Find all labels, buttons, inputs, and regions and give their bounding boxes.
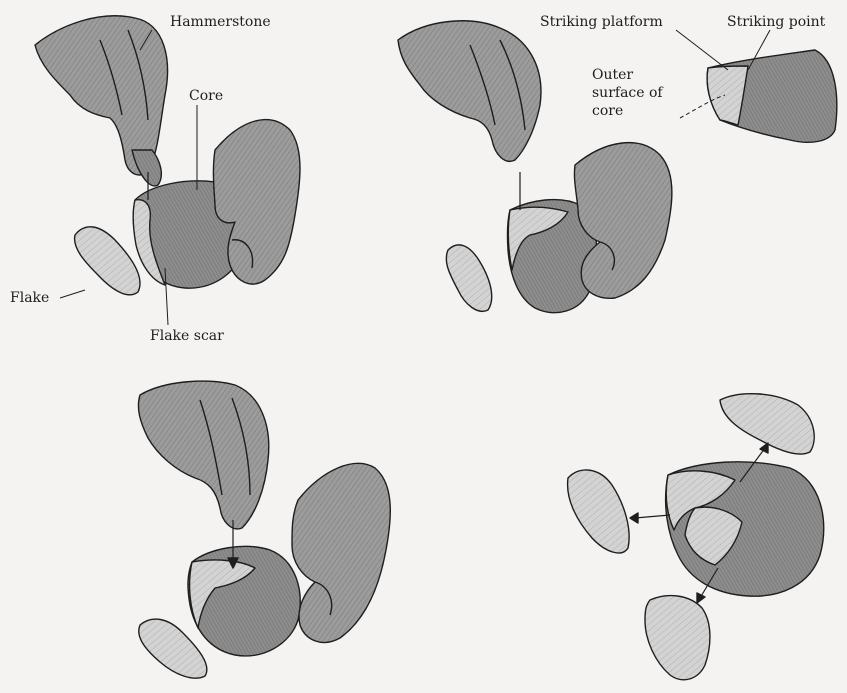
- label-striking-point: Striking point: [727, 14, 825, 30]
- removed-flake-bottom: [645, 596, 710, 680]
- label-hammerstone: Hammerstone: [170, 14, 271, 30]
- panel-4-flakes-removed: [568, 394, 824, 680]
- label-outer-line-1: Outer: [592, 66, 682, 84]
- panel-2-striking-detail: [398, 21, 837, 313]
- hammer-hand-3: [138, 381, 268, 529]
- holding-hand-2: [574, 143, 671, 299]
- label-striking-platform: Striking platform: [540, 14, 663, 30]
- removed-flake-left: [568, 470, 630, 553]
- flake-1: [75, 227, 140, 295]
- label-core: Core: [189, 88, 223, 104]
- panel-3-second-blow: [138, 381, 390, 678]
- label-outer-line-3: core: [592, 102, 682, 120]
- flake-3: [139, 619, 207, 678]
- label-flake-scar: Flake scar: [150, 328, 224, 344]
- panel-1-striking-blow: [35, 16, 300, 325]
- label-outer-surface-of-core: Outer surface of core: [592, 66, 682, 120]
- label-flake: Flake: [10, 290, 49, 306]
- flake-2: [446, 245, 491, 311]
- holding-hand-3: [292, 463, 390, 642]
- hammer-hand-2: [398, 21, 541, 161]
- label-outer-line-2: surface of: [592, 84, 682, 102]
